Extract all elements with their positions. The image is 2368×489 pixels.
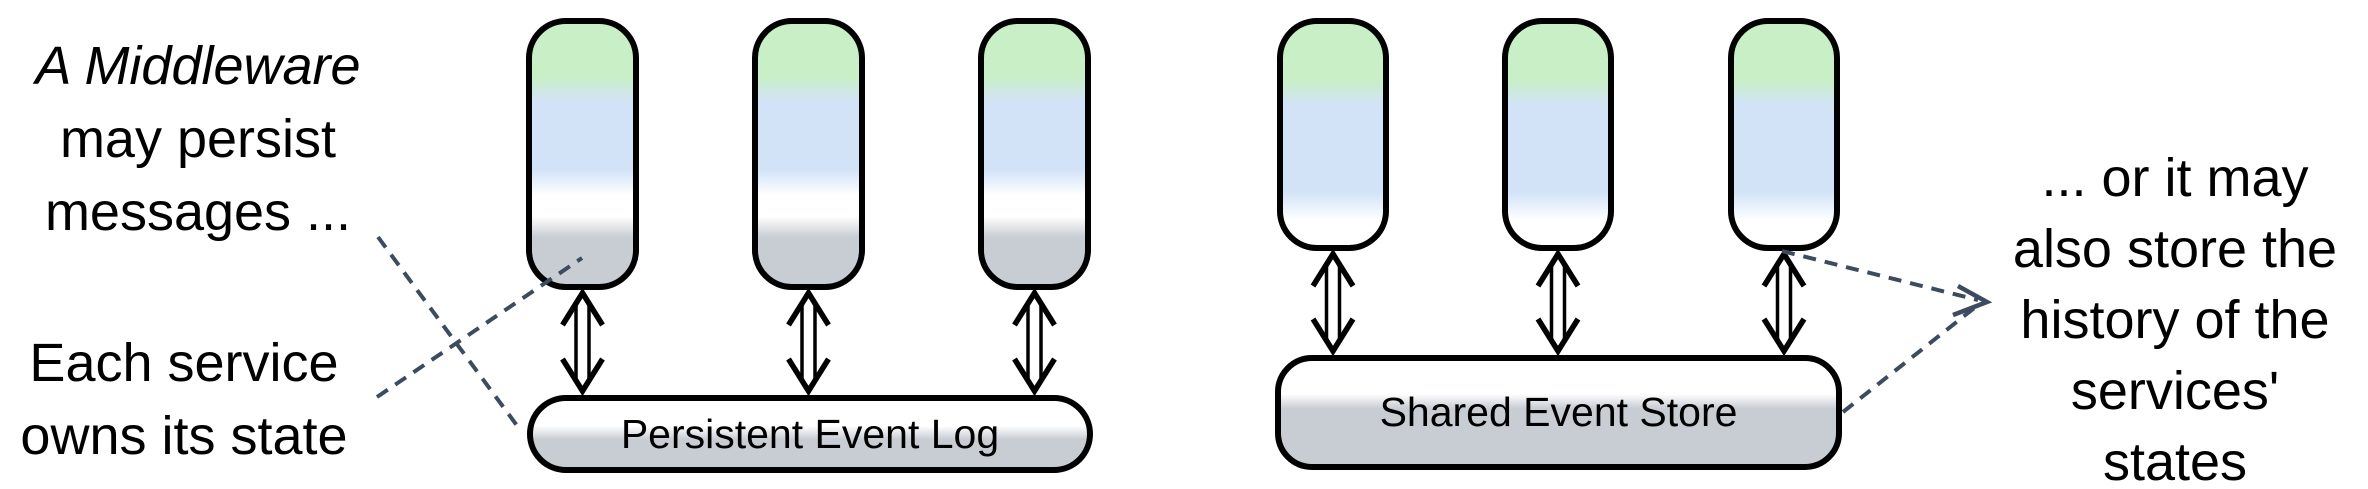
shared-event-store-label: Shared Event Store (1379, 389, 1738, 435)
double-arrow-icon (560, 287, 605, 397)
double-arrow-icon (1535, 248, 1581, 357)
persistent-event-log-label: Persistent Event Log (620, 410, 1000, 457)
note-line: messages ... (44, 182, 352, 242)
note-line: Each service (29, 333, 339, 393)
note-line: owns its state (20, 406, 348, 466)
double-arrow-icon (1310, 248, 1356, 357)
service-pill (752, 18, 865, 290)
annotation-connector-line (1781, 249, 1979, 302)
note-line: may persist (59, 109, 337, 169)
note-line: A Middleware (35, 36, 361, 96)
double-arrow-icon (1761, 248, 1807, 357)
service-pill (978, 18, 1091, 290)
service-pill (1728, 18, 1840, 251)
annotation-connector-line (376, 235, 523, 433)
note-line: states (2102, 432, 2248, 489)
note-line: ... or it may (2041, 148, 2309, 208)
note-ownership: Each service owns its state (0, 327, 368, 473)
note-middleware: A Middleware may persist messages ... (8, 30, 388, 249)
note-history: ... or it may also store the history of … (1977, 143, 2368, 489)
service-pill (526, 18, 639, 290)
service-pill (1277, 18, 1389, 251)
service-pill (1502, 18, 1614, 251)
annotation-connector-line (1841, 303, 1980, 414)
double-arrow-icon (786, 287, 831, 397)
note-line: also store the (2012, 219, 2338, 279)
note-line: history of the (2020, 290, 2330, 350)
persistent-event-log-box: Persistent Event Log (527, 395, 1093, 473)
shared-event-store-box: Shared Event Store (1275, 355, 1842, 470)
note-line: services' (2070, 361, 2280, 421)
double-arrow-icon (1012, 287, 1057, 397)
